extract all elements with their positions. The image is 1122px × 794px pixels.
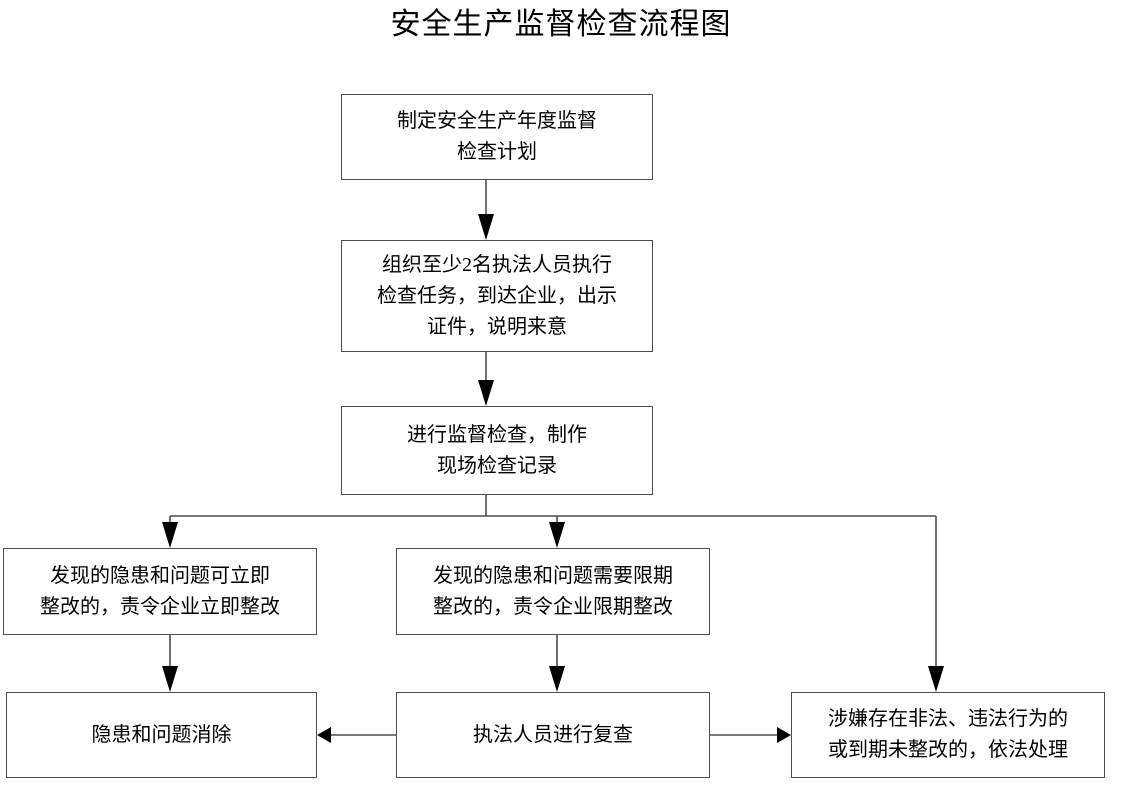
edge-bus-to-legal (928, 516, 944, 692)
node-deadline-label: 发现的隐患和问题需要限期 整改的，责令企业限期整改 (433, 564, 673, 618)
node-inspect[interactable]: 进行监督检查，制作 现场检查记录 (341, 406, 653, 495)
node-immediate-rectification[interactable]: 发现的隐患和问题可立即 整改的，责令企业立即整改 (3, 548, 317, 635)
page-title: 安全生产监督检查流程图 (390, 8, 732, 41)
node-legal-label: 涉嫌存在非法、违法行为的 或到期未整改的，依法处理 (828, 708, 1068, 761)
node-recheck-label: 执法人员进行复查 (473, 723, 633, 746)
node-resolved-label: 隐患和问题消除 (91, 723, 232, 746)
edge-immediate-to-resolved (162, 635, 178, 692)
node-recheck[interactable]: 执法人员进行复查 (396, 692, 710, 778)
edge-deadline-to-recheck (549, 635, 565, 692)
node-dispatch[interactable]: 组织至少2名执法人员执行 检查任务，到达企业，出示 证件，说明来意 (341, 240, 653, 352)
edge-bus-to-deadline (549, 516, 565, 548)
node-plan[interactable]: 制定安全生产年度监督 检查计划 (341, 94, 653, 180)
node-legal-handling[interactable]: 涉嫌存在非法、违法行为的 或到期未整改的，依法处理 (791, 692, 1105, 778)
node-plan-label: 制定安全生产年度监督 检查计划 (397, 110, 597, 163)
node-immediate-label: 发现的隐患和问题可立即 整改的，责令企业立即整改 (40, 564, 280, 618)
node-hazards-resolved[interactable]: 隐患和问题消除 (6, 692, 317, 778)
edge-recheck-to-legal (710, 727, 791, 743)
edge-plan-to-dispatch (478, 180, 494, 240)
edge-inspect-to-bus (170, 495, 936, 517)
edge-bus-to-immediate (162, 516, 178, 548)
node-dispatch-label: 组织至少2名执法人员执行 检查任务，到达企业，出示 证件，说明来意 (377, 253, 617, 338)
node-inspect-label: 进行监督检查，制作 现场检查记录 (407, 423, 587, 477)
node-deadline-rectification[interactable]: 发现的隐患和问题需要限期 整改的，责令企业限期整改 (396, 548, 710, 635)
edge-recheck-to-resolved (317, 727, 396, 743)
edge-dispatch-to-inspect (478, 352, 494, 406)
